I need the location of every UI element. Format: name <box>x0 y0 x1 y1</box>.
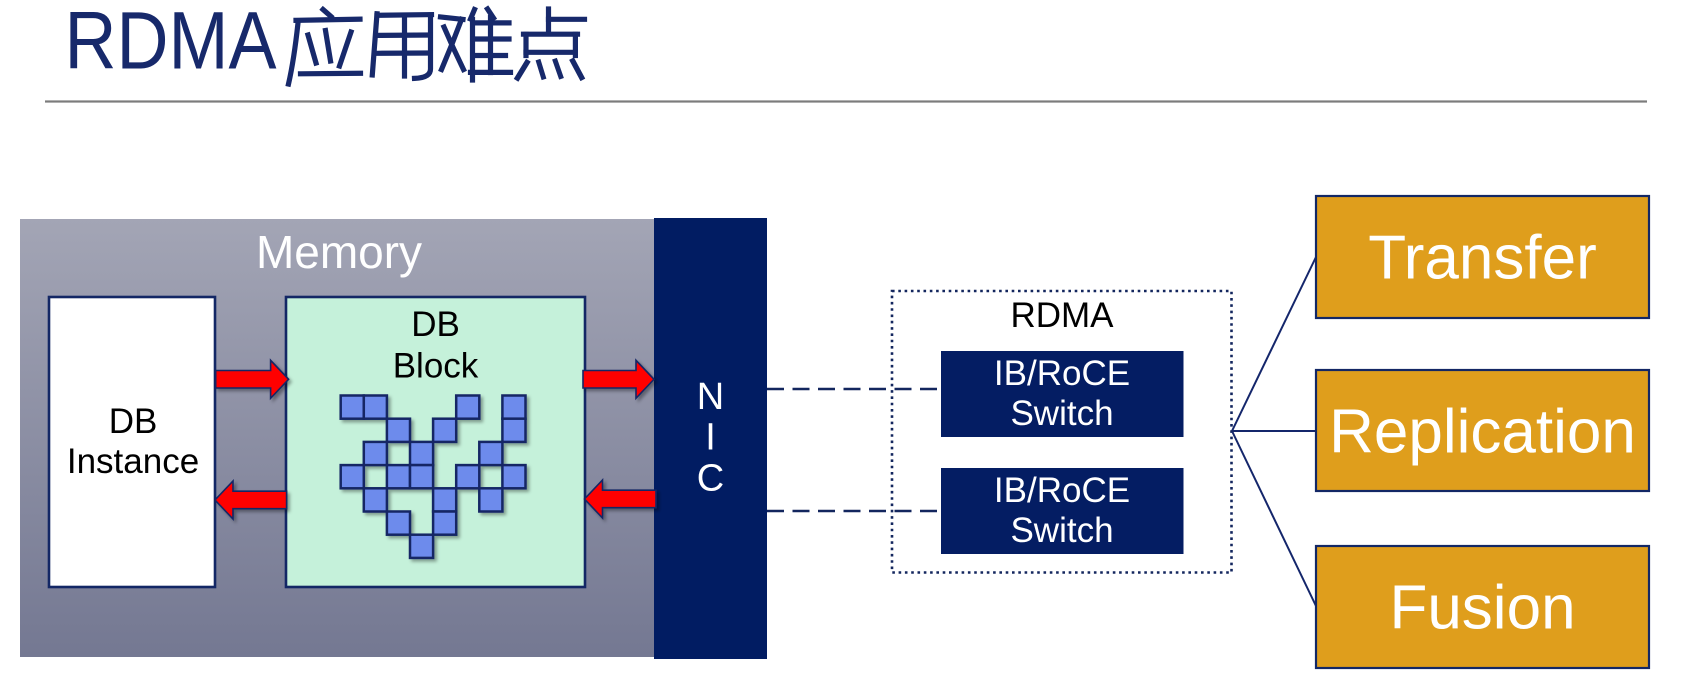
svg-text:IB/RoCE: IB/RoCE <box>994 354 1130 393</box>
svg-text:I: I <box>705 417 716 459</box>
svg-text:Switch: Switch <box>1010 511 1113 550</box>
svg-text:DB: DB <box>411 305 460 344</box>
svg-text:Block: Block <box>393 347 479 386</box>
svg-text:DB: DB <box>109 402 158 441</box>
svg-text:Instance: Instance <box>67 442 199 481</box>
svg-text:Fusion: Fusion <box>1389 574 1575 643</box>
svg-text:RDMA: RDMA <box>1010 296 1114 335</box>
svg-text:Switch: Switch <box>1010 394 1113 433</box>
svg-text:C: C <box>697 458 724 500</box>
svg-text:Replication: Replication <box>1329 398 1636 467</box>
svg-text:Transfer: Transfer <box>1368 224 1597 293</box>
svg-text:N: N <box>697 376 724 418</box>
svg-text:RDMA: RDMA <box>65 0 277 87</box>
svg-text:Memory: Memory <box>256 226 422 278</box>
svg-text:IB/RoCE: IB/RoCE <box>994 471 1130 510</box>
